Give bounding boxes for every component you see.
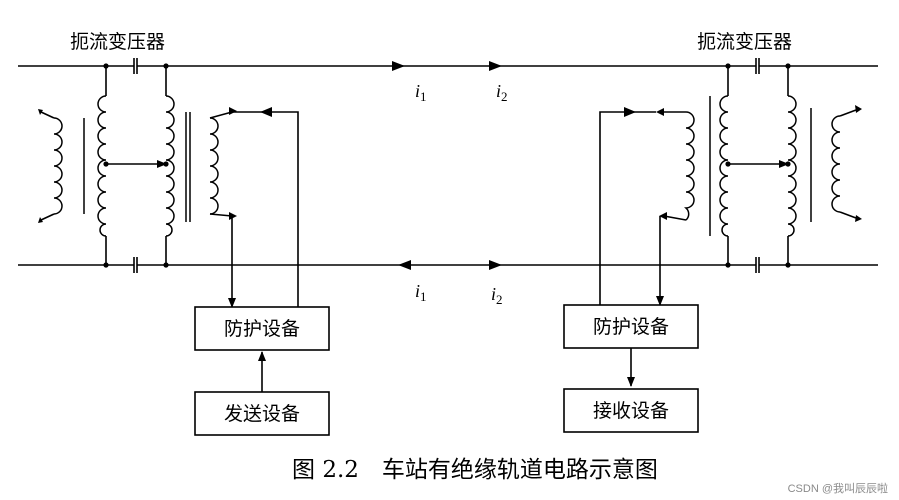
lead-wire — [209, 213, 233, 217]
arrow-left-icon — [398, 260, 411, 270]
junction-dot — [103, 262, 109, 268]
wire — [232, 111, 299, 307]
choke-winding — [97, 95, 107, 237]
left-protection-device-label: 防护设备 — [224, 318, 300, 340]
arrow-right-icon — [392, 61, 405, 71]
figure-caption: 图 2.2 车站有绝缘轨道电路示意图 — [292, 457, 658, 483]
lead-wire — [839, 109, 857, 117]
label-bottom-i1: i1 — [415, 281, 427, 304]
arrow-right-icon — [624, 107, 636, 117]
lead-tip-icon — [229, 107, 237, 115]
right-equipment: 防护设备 接收设备 — [563, 304, 699, 433]
lead-wire — [663, 215, 687, 221]
junction-dot — [785, 161, 791, 167]
rails — [18, 58, 878, 273]
junction-dot — [725, 262, 731, 268]
lead-tip-icon — [229, 212, 237, 220]
choke-winding — [165, 95, 175, 237]
lead-tip-icon — [38, 109, 43, 115]
junction-dot — [725, 63, 731, 69]
choke-transformer-label-left: 扼流变压器 — [70, 31, 165, 53]
left-equipment: 防护设备 发送设备 — [194, 306, 330, 436]
wire — [599, 111, 656, 307]
lead-tip-icon — [656, 108, 664, 116]
right-protection-device-box — [563, 304, 699, 349]
junction-dot — [785, 262, 791, 268]
secondary-winding — [684, 111, 695, 221]
junction-dot — [103, 63, 109, 69]
choke-transformer-label-right: 扼流变压器 — [697, 31, 792, 53]
adjacent-section-coil-left — [53, 117, 63, 215]
lead-tip-icon — [855, 215, 862, 222]
watermark: CSDN @我叫辰辰啦 — [788, 481, 888, 495]
arrow-right-icon — [489, 61, 502, 71]
left-transmitter-box — [194, 391, 330, 436]
lead-wire — [40, 213, 55, 221]
label-top-i2: i2 — [496, 81, 508, 104]
current-arrows — [392, 61, 502, 270]
lead-wire — [40, 111, 55, 119]
current-labels: i1 i2 i1 i2 — [415, 81, 508, 307]
choke-winding — [719, 95, 729, 237]
lead-wire — [209, 111, 233, 119]
adjacent-section-coil-right — [831, 115, 841, 213]
junction-dot — [103, 161, 109, 167]
arrow-right-icon — [489, 260, 502, 270]
right-protection-device-label: 防护设备 — [593, 316, 669, 338]
label-bottom-i2: i2 — [491, 284, 503, 307]
choke-winding — [787, 95, 797, 237]
lead-tip-icon — [659, 212, 667, 220]
right-receiver-box — [563, 388, 699, 433]
arrow-left-icon — [260, 107, 272, 117]
lead-tip-icon — [855, 105, 862, 113]
label-top-i1: i1 — [415, 81, 427, 104]
junction-dot — [725, 161, 731, 167]
secondary-winding — [209, 117, 219, 215]
left-transmitter-label: 发送设备 — [224, 403, 300, 425]
left-choke-transformer — [38, 63, 299, 308]
right-choke-transformer — [599, 63, 862, 307]
lead-wire — [839, 211, 857, 219]
junction-dot — [785, 63, 791, 69]
right-receiver-label: 接收设备 — [593, 400, 669, 422]
lead-tip-icon — [38, 217, 43, 223]
left-protection-device-box — [194, 306, 330, 351]
junction-dot — [163, 262, 169, 268]
junction-dot — [163, 161, 169, 167]
junction-dot — [163, 63, 169, 69]
